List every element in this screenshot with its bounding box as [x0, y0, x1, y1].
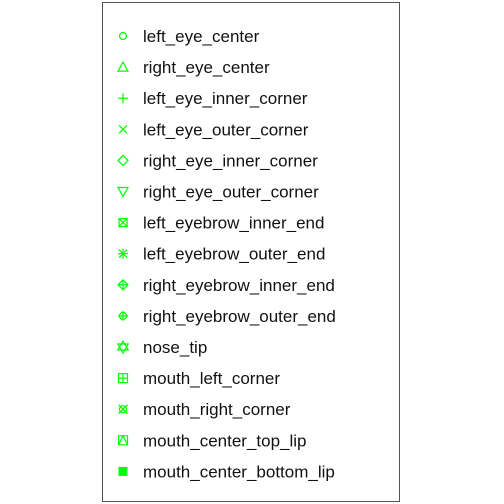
legend-label: right_eye_outer_corner [143, 183, 319, 202]
legend-marker-circle-icon [118, 31, 128, 41]
legend-label: mouth_right_corner [143, 400, 291, 419]
legend-label: mouth_center_top_lip [143, 431, 307, 450]
legend-marker-square-plus-icon [117, 373, 129, 384]
legend-label: nose_tip [143, 338, 207, 357]
legend-label: mouth_center_bottom_lip [143, 462, 335, 481]
legend-marker-square-triangle-icon [117, 434, 129, 446]
legend-label: right_eye_inner_corner [143, 151, 318, 170]
legend-label: right_eye_center [143, 58, 270, 77]
legend-label: mouth_left_corner [143, 369, 280, 388]
legend-marker-plus-icon [118, 93, 128, 104]
legend-label: left_eyebrow_outer_end [143, 245, 325, 264]
legend-label: right_eyebrow_inner_end [143, 276, 335, 295]
legend-marker-square-x-icon [118, 218, 128, 228]
legend-marker-circle-x-icon [118, 404, 128, 415]
legend-marker-circle-plus-icon [118, 310, 128, 321]
legend-marker-triangle-down-icon [116, 186, 130, 198]
legend-marker-triangle-up-icon [116, 60, 130, 72]
legend-frame [102, 2, 400, 502]
legend-marker-asterisk-icon [118, 248, 128, 259]
legend-marker-x-icon [118, 124, 128, 134]
legend-marker-diamond-plus-icon [117, 278, 129, 291]
legend-label: left_eye_outer_corner [143, 120, 309, 139]
legend-label: left_eye_inner_corner [143, 89, 308, 108]
legend-label: left_eye_center [143, 27, 260, 46]
legend-marker-square-filled-icon [118, 466, 128, 476]
legend-label: left_eyebrow_inner_end [143, 214, 324, 233]
legend-label: right_eyebrow_outer_end [143, 307, 336, 326]
legend-marker-hexagram-icon [116, 339, 130, 355]
legend-marker-diamond-icon [117, 154, 129, 167]
